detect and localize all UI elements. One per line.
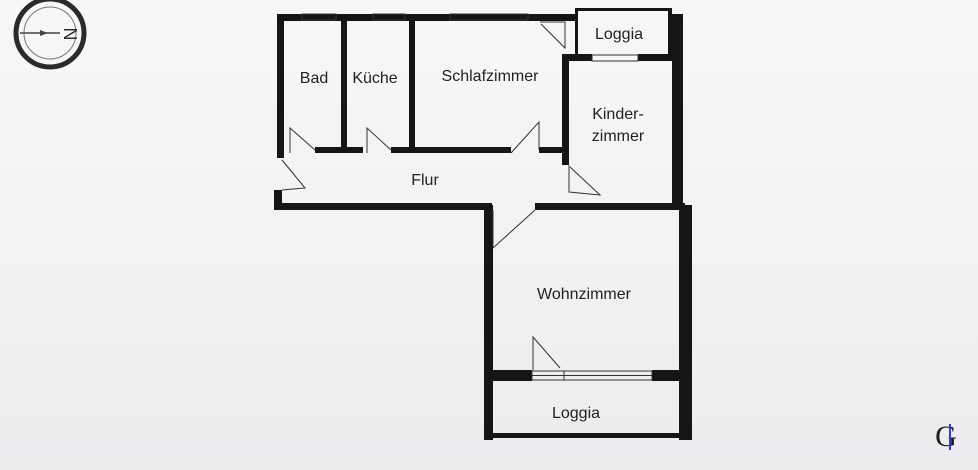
wall-flur-bottom-right <box>535 203 685 210</box>
compass-ring <box>13 0 87 70</box>
wall-kinder-top-a <box>562 54 592 61</box>
loggia-top-right-wall <box>668 8 672 56</box>
label-wohnzimmer: Wohnzimmer <box>537 286 632 303</box>
wall-kueche-schlafzimmer <box>409 20 415 152</box>
wall-left-upper <box>277 14 284 158</box>
loggia-top-upper-wall <box>575 8 671 11</box>
wall-bad-kueche <box>341 20 347 152</box>
wall-flur-bottom <box>274 203 492 210</box>
label-bad: Bad <box>300 70 328 87</box>
room-labels: Bad Küche Schlafzimmer Loggia Kinder- zi… <box>300 26 645 422</box>
label-kinderzimmer-line1: Kinder- <box>592 106 644 123</box>
wall-loggia-bottom <box>484 433 688 438</box>
label-schlafzimmer: Schlafzimmer <box>442 68 540 85</box>
logo-mark: G <box>935 420 957 453</box>
label-kueche: Küche <box>352 70 397 87</box>
wall-right-upper <box>672 14 683 210</box>
label-kinderzimmer-line2: zimmer <box>592 128 645 145</box>
label-flur: Flur <box>411 172 439 189</box>
door-loggia-top <box>540 21 566 50</box>
door-entrance <box>281 159 306 191</box>
wall-row-bottom-c <box>539 147 567 153</box>
window-kinderzimmer <box>591 54 639 62</box>
wall-flur-left <box>274 190 282 210</box>
window-kueche <box>372 13 406 21</box>
door-kinderzimmer <box>568 165 602 196</box>
compass: N <box>13 0 87 70</box>
door-kueche <box>366 126 392 153</box>
door-bad <box>289 126 316 153</box>
window-bad <box>301 13 337 21</box>
label-loggia-top: Loggia <box>595 26 643 43</box>
doors <box>281 21 602 370</box>
door-schlafzimmer <box>510 120 540 154</box>
wall-schlafzimmer-kinderzimmer <box>562 55 569 165</box>
wall-right-lower <box>679 205 692 440</box>
windows <box>301 13 653 381</box>
wall-wohnzimmer-bottom-a <box>484 370 532 381</box>
wall-row-bottom-a <box>315 147 363 153</box>
walls <box>274 8 692 440</box>
door-loggia-bottom <box>532 335 561 370</box>
wall-wohnzimmer-left <box>484 205 493 440</box>
loggia-top-left-wall <box>575 8 578 54</box>
wall-wohnzimmer-bottom-b <box>652 370 684 381</box>
window-schlafzimmer <box>449 13 529 21</box>
wall-kinder-top-b <box>638 54 678 61</box>
compass-arrow-icon <box>40 30 48 36</box>
wall-top <box>277 14 577 21</box>
logo: G <box>935 420 957 453</box>
label-loggia-bottom: Loggia <box>552 405 600 422</box>
door-wohnzimmer <box>492 209 536 250</box>
compass-north-label: N <box>61 28 81 41</box>
wall-row-bottom-b <box>391 147 511 153</box>
